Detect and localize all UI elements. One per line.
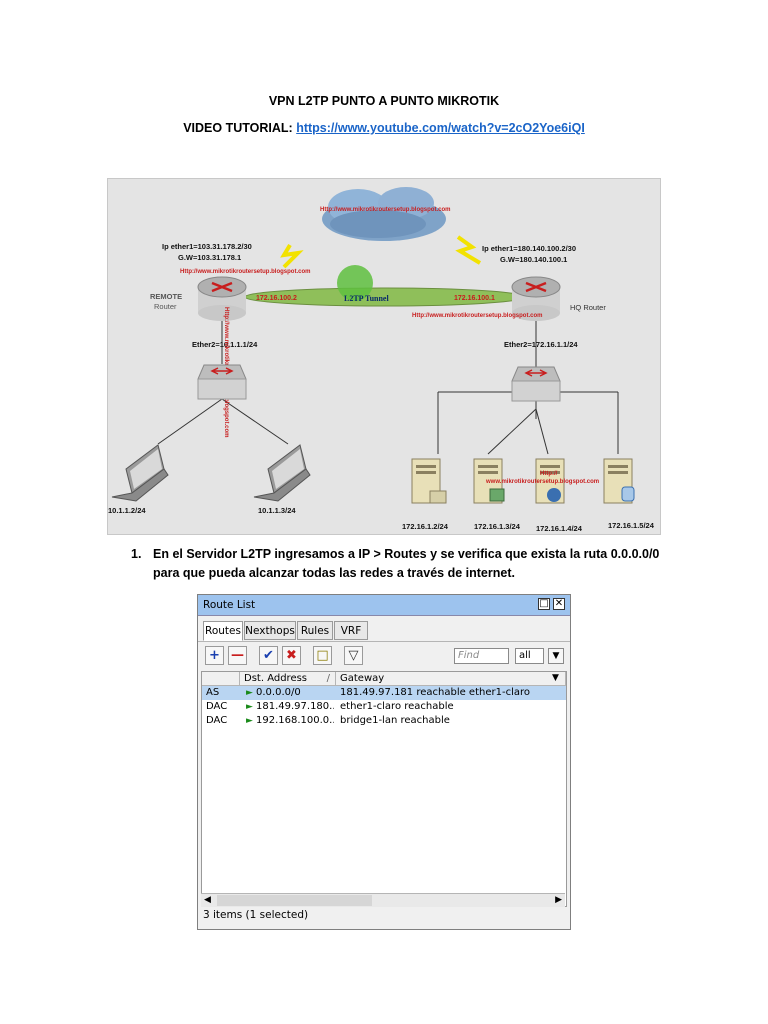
- server-2-ip: 172.16.1.3/24: [474, 522, 521, 531]
- table-row[interactable]: DAC ► 192.168.100.0... bridge1-lan reach…: [202, 714, 566, 728]
- laptop-1-icon: [111, 444, 169, 502]
- server-2-icon: [473, 458, 505, 504]
- tab-vrf[interactable]: VRF: [334, 621, 368, 640]
- add-icon[interactable]: +: [205, 646, 224, 665]
- find-input[interactable]: Find: [454, 648, 509, 664]
- server-1-icon: [411, 458, 447, 504]
- route-list-window: Route List □ ✕ Routes Nexthops Rules VRF…: [197, 594, 571, 930]
- hq-ether2-label: Ether2=172.16.1.1/24: [504, 340, 578, 349]
- server-blog-url: www.mikrotikroutersetup.blogspot.com: [485, 479, 599, 485]
- route-flag-icon: ►: [246, 702, 253, 712]
- tab-rules[interactable]: Rules: [297, 621, 333, 640]
- laptop-2-icon: [253, 444, 311, 502]
- remote-ip-label: Ip ether1=103.31.178.2/30: [162, 242, 252, 251]
- restore-icon[interactable]: □: [538, 598, 550, 610]
- remote-ether2-label: Ether2=10.1.1.1/24: [192, 340, 258, 349]
- server-1-ip: 172.16.1.2/24: [402, 522, 449, 531]
- route-flag-icon: ►: [246, 688, 253, 698]
- filter-select[interactable]: all: [515, 648, 544, 664]
- scroll-right-icon[interactable]: ▶: [555, 895, 562, 905]
- server-3-tag: Http://: [540, 471, 558, 477]
- remote-gw-label: G.W=103.31.178.1: [178, 253, 241, 262]
- tunnel-right-ip: 172.16.100.1: [454, 295, 495, 302]
- step-number: 1.: [131, 547, 142, 561]
- tab-routes[interactable]: Routes: [203, 621, 243, 641]
- row-flags: AS: [206, 687, 220, 698]
- document-title: VPN L2TP PUNTO A PUNTO MIKROTIK: [268, 94, 500, 108]
- route-table: Dst. Address / Gateway ▼ AS ► 0.0.0.0/0 …: [201, 671, 567, 907]
- horizontal-scrollbar[interactable]: ◀ ▶: [201, 893, 565, 907]
- hq-gw-label: G.W=180.140.100.1: [500, 255, 567, 264]
- hq-router-label: HQ Router: [570, 303, 606, 312]
- row-dst-address: 181.49.97.180...: [256, 701, 334, 712]
- filter-icon[interactable]: ▽: [344, 646, 363, 665]
- hq-switch-icon: [511, 366, 561, 402]
- table-row[interactable]: AS ► 0.0.0.0/0 181.49.97.181 reachable e…: [202, 686, 566, 700]
- column-header-dst-address[interactable]: Dst. Address /: [240, 672, 336, 686]
- window-titlebar[interactable]: Route List □ ✕: [198, 595, 570, 616]
- sort-indicator: /: [326, 673, 330, 684]
- video-link[interactable]: https://www.youtube.com/watch?v=2cO2Yoe6…: [296, 121, 585, 135]
- internet-cloud-icon: [322, 187, 446, 241]
- tab-nexthops[interactable]: Nexthops: [244, 621, 296, 640]
- row-flags: DAC: [206, 701, 228, 712]
- enable-check-icon[interactable]: ✔: [259, 646, 278, 665]
- column-header-flags[interactable]: [202, 672, 240, 686]
- dropdown-arrow-icon[interactable]: ▼: [548, 648, 564, 664]
- server-3-icon: [535, 458, 565, 504]
- client-2-ip: 10.1.1.3/24: [258, 506, 296, 515]
- diagram-blog-url: Http://www.mikrotikroutersetup.blogspot.…: [320, 207, 450, 213]
- remove-icon[interactable]: —: [228, 646, 247, 665]
- column-header-gateway[interactable]: Gateway: [336, 672, 566, 686]
- row-gateway: ether1-claro reachable: [340, 701, 454, 712]
- row-dst-address: 0.0.0.0/0: [256, 687, 301, 698]
- comment-icon[interactable]: □: [313, 646, 332, 665]
- disable-x-icon[interactable]: ✖: [282, 646, 301, 665]
- status-bar: 3 items (1 selected): [203, 909, 309, 921]
- scrollbar-thumb[interactable]: [217, 895, 372, 906]
- columns-dropdown-icon[interactable]: ▼: [552, 673, 559, 683]
- network-diagram-svg: Http:// www.mikrotikroutersetup.blogspot.…: [108, 187, 655, 533]
- tunnel-left-ip: 172.16.100.2: [256, 295, 297, 302]
- hq-ip-label: Ip ether1=180.140.100.2/30: [482, 244, 576, 253]
- step-1: 1. En el Servidor L2TP ingresamos a IP >…: [131, 545, 671, 583]
- server-4-ip: 172.16.1.5/24: [608, 521, 655, 530]
- tunnel-label: L2TP Tunnel: [344, 294, 389, 303]
- network-diagram: Http:// www.mikrotikroutersetup.blogspot.…: [107, 178, 661, 535]
- cursor-highlight-icon: [337, 265, 373, 301]
- remote-router-label: REMOTE: [150, 292, 182, 301]
- window-title: Route List: [203, 599, 256, 611]
- close-icon[interactable]: ✕: [553, 598, 565, 610]
- lightning-right-icon: [455, 235, 482, 265]
- video-label: VIDEO TUTORIAL:: [183, 121, 293, 135]
- server-3-ip: 172.16.1.4/24: [536, 524, 583, 533]
- row-gateway: bridge1-lan reachable: [340, 715, 450, 726]
- column-header-dst-label: Dst. Address: [244, 673, 308, 684]
- remote-router-label-2: Router: [154, 302, 177, 311]
- toolbar: + — ✔ ✖ □ ▽ Find all ▼: [198, 641, 570, 668]
- lightning-left-icon: [280, 243, 304, 269]
- hq-blog-url: Http://www.mikrotikroutersetup.blogspot.…: [412, 313, 542, 319]
- scroll-left-icon[interactable]: ◀: [204, 895, 211, 905]
- row-dst-address: 192.168.100.0...: [256, 715, 334, 726]
- client-1-ip: 10.1.1.2/24: [108, 506, 146, 515]
- route-flag-icon: ►: [246, 716, 253, 726]
- server-4-icon: [603, 458, 635, 504]
- hq-router-icon: [511, 276, 561, 321]
- remote-router-icon: [197, 276, 247, 321]
- table-row[interactable]: DAC ► 181.49.97.180... ether1-claro reac…: [202, 700, 566, 714]
- step-text: En el Servidor L2TP ingresamos a IP > Ro…: [153, 547, 660, 580]
- remote-switch-icon: [197, 364, 247, 400]
- row-gateway: 181.49.97.181 reachable ether1-claro: [340, 687, 530, 698]
- video-tutorial-line: VIDEO TUTORIAL: https://www.youtube.com/…: [0, 121, 768, 135]
- row-flags: DAC: [206, 715, 228, 726]
- remote-blog-url: Http://www.mikrotikroutersetup.blogspot.…: [180, 269, 310, 275]
